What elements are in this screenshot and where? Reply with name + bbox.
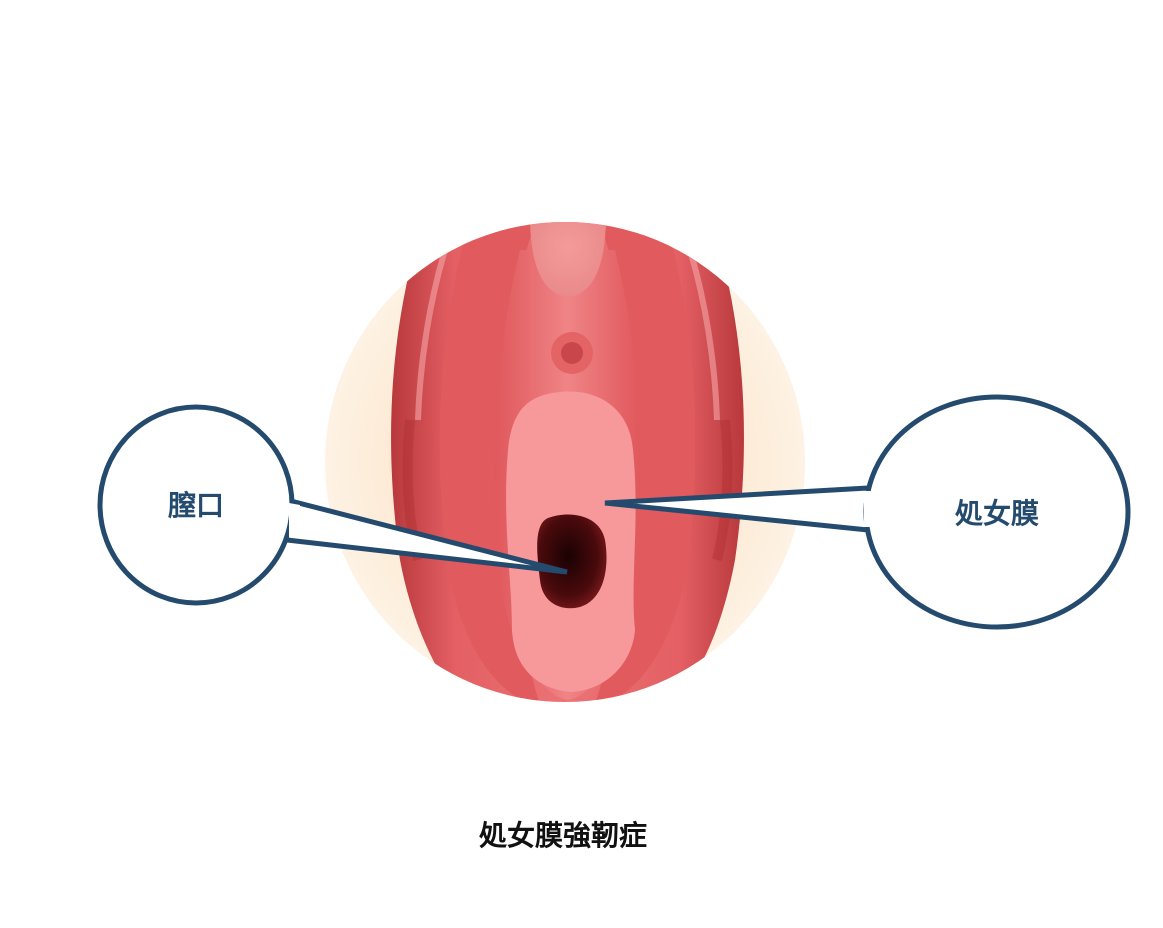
callout-left: 膣口	[97, 404, 568, 606]
inner-fold-right	[595, 222, 696, 702]
vaginal-opening	[537, 514, 607, 609]
callout-right-label: 処女膜	[955, 497, 1039, 530]
inner-fold-left	[439, 222, 540, 702]
callout-left-label: 膣口	[168, 489, 224, 522]
callout-left-pointer	[286, 497, 568, 575]
anatomy-illustration	[391, 222, 744, 702]
callout-right-pointer	[604, 485, 869, 533]
caption: 処女膜強靭症	[479, 819, 647, 852]
clitoral-hood	[530, 222, 606, 297]
callout-right: 処女膜	[604, 394, 1131, 630]
